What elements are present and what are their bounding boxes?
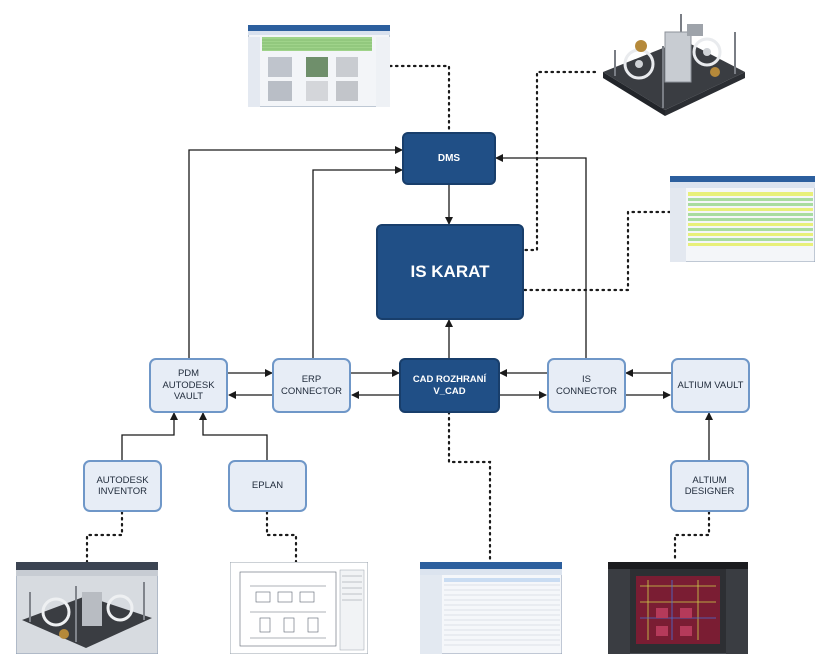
dotted-eplan-screenshot	[265, 510, 298, 564]
eplan-node[interactable]: EPLAN	[228, 460, 307, 512]
dms-screenshot-thumbnail	[248, 25, 390, 107]
arrow-is-to-dms	[495, 154, 587, 358]
inventor-screenshot-thumbnail	[16, 562, 158, 654]
dotted-3d-render	[522, 70, 597, 252]
arrow-pdm-to-dms	[188, 146, 403, 358]
dotted-cad-screenshot	[447, 410, 492, 564]
altium-pcb-screenshot-thumbnail	[608, 562, 748, 654]
dotted-altium-screenshot	[673, 510, 711, 564]
dotted-dms-screenshot	[388, 64, 451, 134]
altium-vault-node[interactable]: ALTIUM VAULT	[671, 358, 750, 413]
is-connector-node[interactable]: IS CONNECTOR	[547, 358, 626, 413]
autodesk-inventor-node[interactable]: AUTODESK INVENTOR	[83, 460, 162, 512]
dotted-inventor-screenshot	[85, 510, 124, 564]
v-cad-screenshot-thumbnail	[420, 562, 562, 654]
is-karat-node[interactable]: IS KARAT	[376, 224, 524, 320]
dms-node[interactable]: DMS	[402, 132, 496, 185]
erp-connector-node[interactable]: ERP CONNECTOR	[272, 358, 351, 413]
cad-rozhrani-node[interactable]: CAD ROZHRANÍ V_CAD	[399, 358, 500, 413]
dotted-karat-screenshot	[522, 210, 672, 292]
is-karat-screenshot-thumbnail	[670, 176, 815, 262]
3d-assembly-render-thumbnail	[595, 10, 750, 128]
arrow-inventor-to-pdm	[121, 412, 178, 460]
pdm-autodesk-vault-node[interactable]: PDM AUTODESK VAULT	[149, 358, 228, 413]
eplan-drawing-thumbnail	[230, 562, 368, 654]
arrow-eplan-to-pdm	[199, 412, 268, 460]
arrow-erp-to-dms	[312, 166, 403, 358]
altium-designer-node[interactable]: ALTIUM DESIGNER	[670, 460, 749, 512]
